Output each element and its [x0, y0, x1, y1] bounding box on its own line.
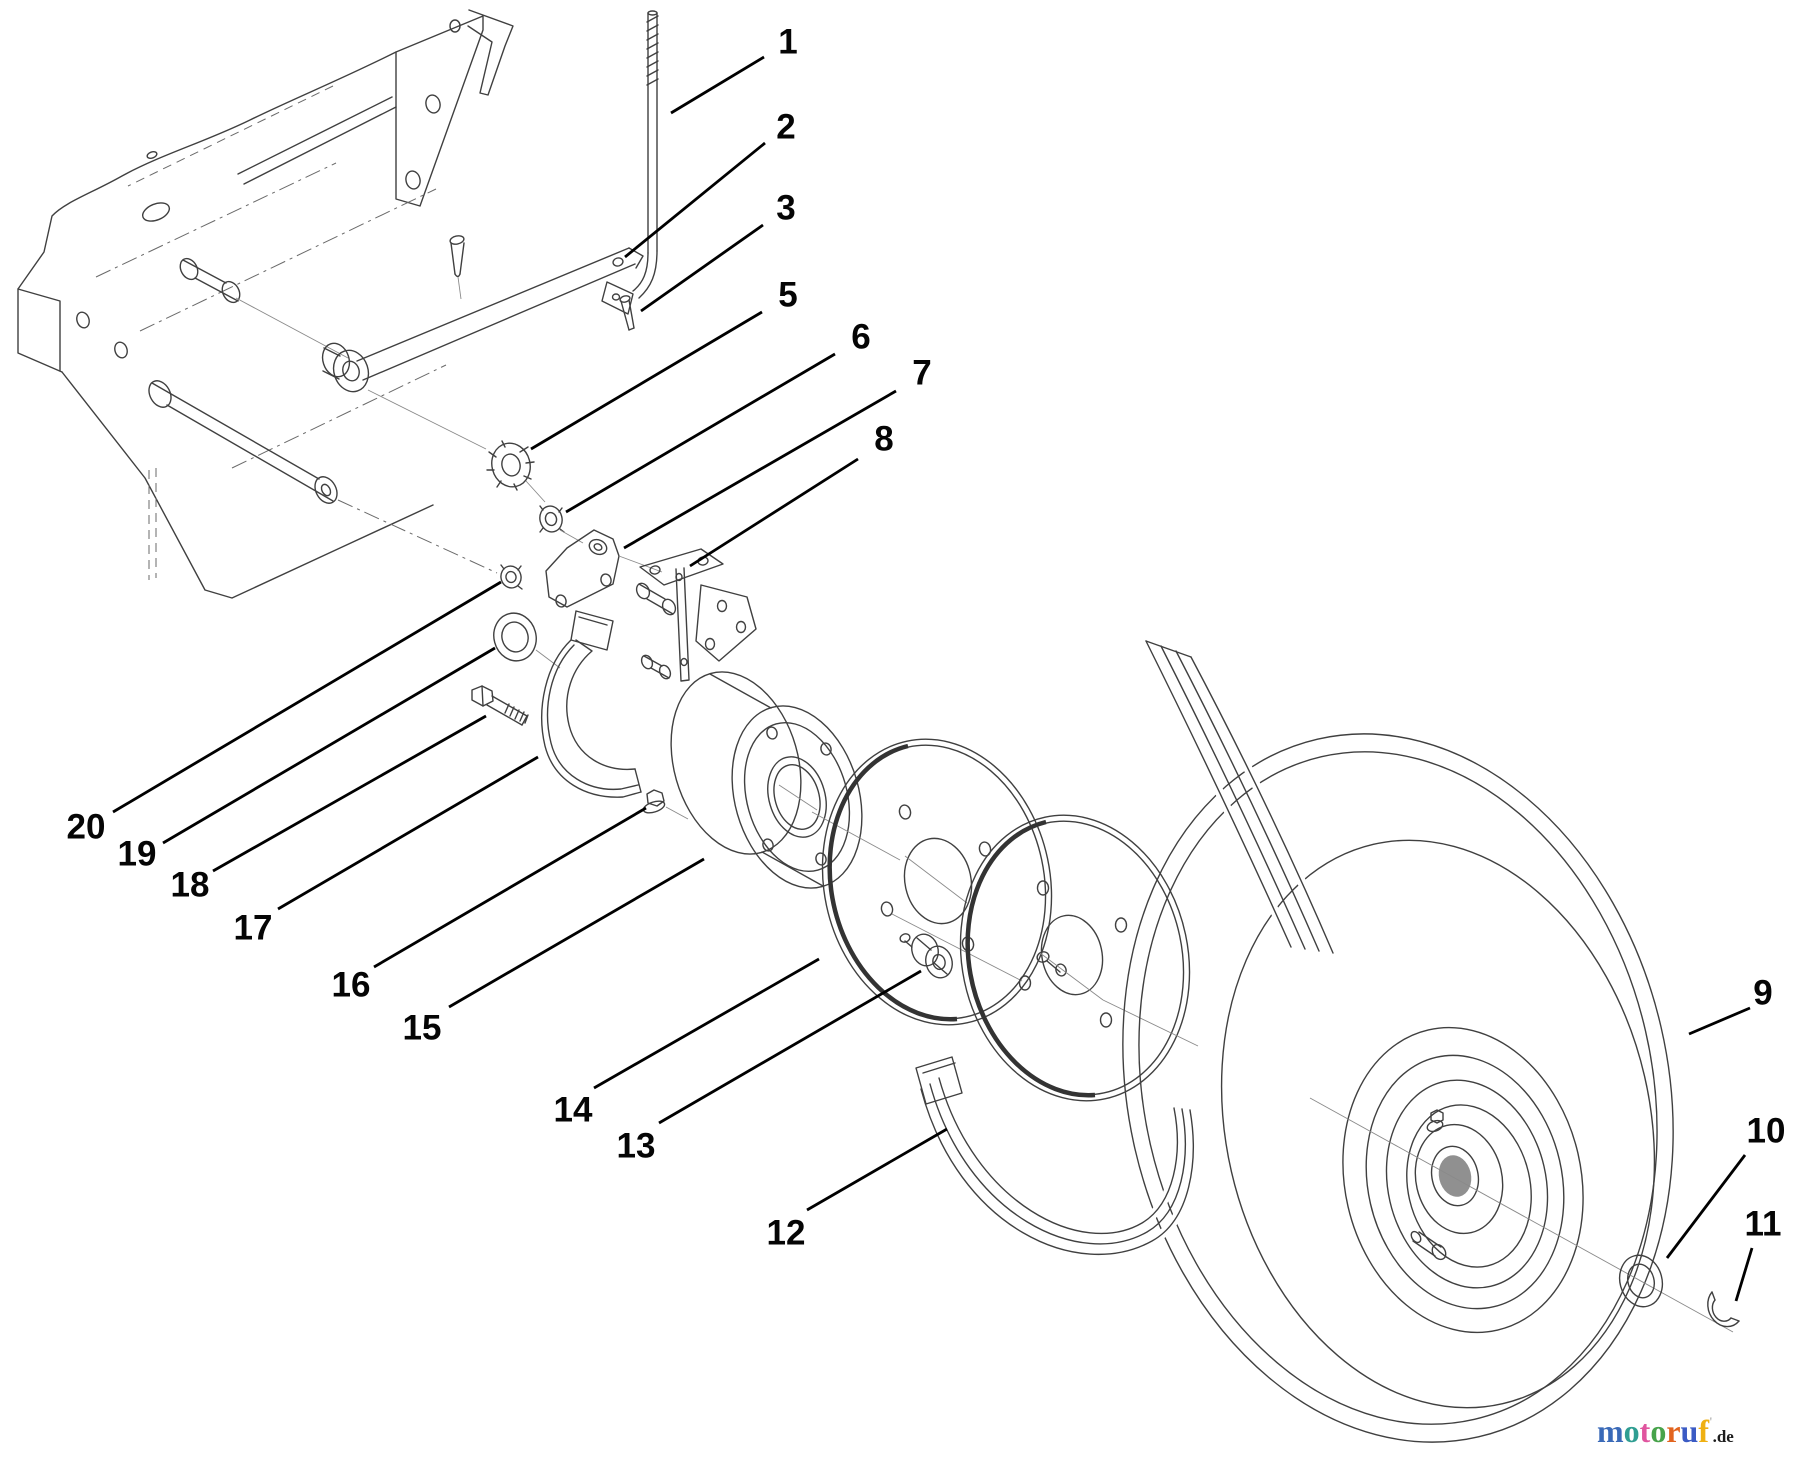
callout-5-label: 5 — [778, 276, 797, 315]
callout-7-label: 7 — [912, 354, 931, 393]
callout-12-label: 12 — [767, 1214, 806, 1253]
logo-suffix: .de — [1712, 1427, 1734, 1446]
valve-stem — [1410, 1230, 1447, 1261]
hub-washer — [1618, 1254, 1664, 1308]
caliper-bracket — [545, 529, 663, 608]
e-clip — [1707, 1291, 1740, 1328]
frame-assembly — [17, 9, 514, 599]
axle-centerline — [1309, 1097, 1734, 1333]
brake-rod — [601, 10, 659, 315]
lift-lever — [321, 247, 644, 450]
callout-19-leader — [162, 646, 496, 845]
callout-10-label: 10 — [1747, 1112, 1786, 1151]
callout-3-leader — [640, 223, 764, 313]
callout-18-leader — [212, 714, 487, 873]
logo-letter-0: m — [1597, 1413, 1624, 1449]
callout-20-label: 20 — [67, 808, 106, 847]
lug-stud — [1426, 1109, 1444, 1133]
callout-11-label: 11 — [1745, 1205, 1782, 1244]
callout-5-leader — [530, 310, 763, 451]
logo-letter-4: r — [1666, 1413, 1681, 1449]
callout-15-leader — [448, 857, 705, 1009]
callout-6-leader — [565, 352, 836, 514]
drive-belt — [915, 636, 1338, 1259]
callout-9-leader — [1688, 1006, 1751, 1036]
callout-15-label: 15 — [403, 1009, 442, 1048]
cotter-pin — [449, 235, 465, 300]
star-washer — [486, 440, 546, 503]
brake-bracket — [635, 548, 757, 682]
callout-17-leader — [277, 755, 539, 911]
brake-drum — [670, 671, 901, 889]
callout-16-leader — [373, 806, 647, 969]
wheel-tire — [1122, 733, 1734, 1443]
callout-1-leader — [670, 55, 765, 115]
brake-disc — [959, 814, 1199, 1102]
lock-washer-6 — [539, 505, 584, 544]
callout-17-label: 17 — [234, 909, 273, 948]
logo-letter-2: t — [1639, 1413, 1651, 1449]
logo-letter-5: u — [1680, 1413, 1699, 1449]
brake-pulley — [821, 738, 1053, 1026]
hub-spacer — [899, 933, 953, 979]
callout-6-label: 6 — [851, 318, 870, 357]
callout-14-label: 14 — [554, 1091, 593, 1130]
callout-13-label: 13 — [617, 1127, 656, 1166]
callout-12-leader — [806, 1127, 948, 1212]
clevis-pin — [619, 295, 635, 331]
callout-1-label: 1 — [778, 23, 797, 62]
callout-2-label: 2 — [776, 108, 795, 147]
callout-9-label: 9 — [1753, 974, 1772, 1013]
callout-10-leader — [1665, 1154, 1747, 1259]
callout-11-leader — [1734, 1247, 1754, 1302]
callout-14-leader — [593, 957, 820, 1090]
logo-letter-3: o — [1650, 1413, 1667, 1449]
callout-3-label: 3 — [776, 189, 795, 228]
callout-8-label: 8 — [874, 420, 893, 459]
callout-18-label: 18 — [171, 866, 210, 905]
lock-washer-20 — [500, 564, 523, 590]
logo-letter-6: f — [1698, 1413, 1709, 1449]
callout-7-leader — [623, 389, 897, 550]
hex-bolt — [471, 685, 529, 726]
callout-16-label: 16 — [332, 966, 371, 1005]
logo-letter-1: o — [1623, 1413, 1640, 1449]
callout-2-leader — [624, 141, 766, 259]
logo-tick: ' — [1708, 1414, 1713, 1429]
callout-8-leader — [689, 457, 859, 568]
callout-19-label: 19 — [118, 835, 157, 874]
brake-band — [541, 610, 642, 798]
callout-20-leader — [112, 580, 502, 814]
flat-washer — [493, 612, 561, 669]
callout-13-leader — [658, 969, 922, 1125]
